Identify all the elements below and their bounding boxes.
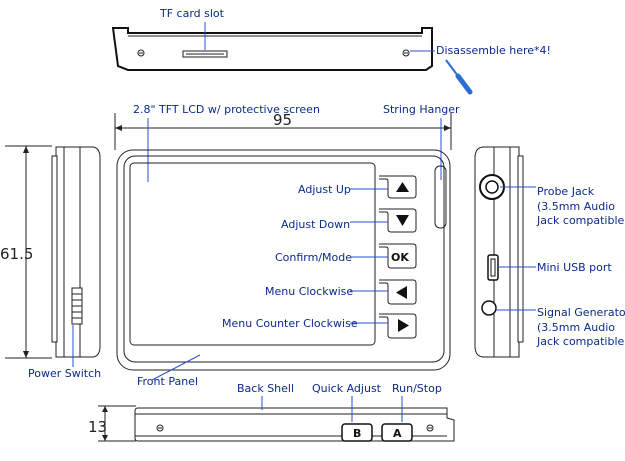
right-side-view [474,146,524,358]
disassemble-label: Disassemble here*4! [436,44,551,57]
mini-usb-port[interactable] [487,254,499,281]
back-shell-label: Back Shell [237,382,294,395]
b-button-label: B [353,427,361,440]
adjust-up-label: Adjust Up [298,183,351,196]
string-hanger-slot [434,165,447,229]
svg-text:Jack compatible): Jack compatible) [536,214,625,227]
bottom-view: B A [134,407,455,442]
svg-text:Probe Jack: Probe Jack [537,185,595,198]
dimension-height: 61.5 [0,245,33,263]
screwdriver-icon [445,59,473,95]
triangle-up-icon [396,182,409,192]
run-stop-button[interactable]: A [381,423,413,442]
menu-counter-clockwise-button[interactable] [379,313,417,339]
menu-clockwise-label: Menu Clockwise [265,285,353,298]
svg-text:Signal Generator: Signal Generator [537,306,625,319]
svg-text:Jack compatible): Jack compatible) [536,335,625,348]
dimension-depth: 13 [88,418,107,436]
menu-counter-clockwise-label: Menu Counter Clockwise [222,317,358,330]
tf-card-slot-label: TF card slot [159,7,225,20]
adjust-down-label: Adjust Down [281,218,350,231]
string-hanger-label: String Hanger [383,103,460,116]
confirm-mode-label: Confirm/Mode [275,251,352,264]
signal-generator-label: Signal Generator (3.5mm Audio Jack compa… [536,306,625,348]
power-switch-label: Power Switch [28,367,101,380]
front-panel-label: Front Panel [137,375,198,388]
a-button-label: A [393,427,402,440]
triangle-left-icon [396,286,407,299]
power-switch[interactable] [71,287,83,325]
quick-adjust-button[interactable]: B [341,423,373,442]
triangle-down-icon [396,215,409,226]
signal-generator-jack[interactable] [481,300,497,316]
top-view [111,27,433,71]
adjust-up-button[interactable] [379,175,417,199]
probe-jack-label: Probe Jack (3.5mm Audio Jack compatible) [536,185,625,227]
mini-usb-label: Mini USB port [537,261,612,274]
quick-adjust-label: Quick Adjust [312,382,382,395]
lcd-screen [129,162,376,346]
adjust-down-button[interactable] [379,208,417,233]
front-panel: OK [116,149,451,371]
dimension-width: 95 [273,111,292,129]
run-stop-label: Run/Stop [392,382,442,395]
svg-text:(3.5mm Audio: (3.5mm Audio [537,200,615,213]
left-side-view [51,146,101,358]
triangle-right-icon [398,319,409,332]
lcd-label: 2.8" TFT LCD w/ protective screen [133,103,320,116]
menu-clockwise-button[interactable] [379,279,417,305]
confirm-mode-button[interactable]: OK [379,243,417,269]
ok-button-label: OK [391,251,409,264]
svg-text:(3.5mm Audio: (3.5mm Audio [537,321,615,334]
